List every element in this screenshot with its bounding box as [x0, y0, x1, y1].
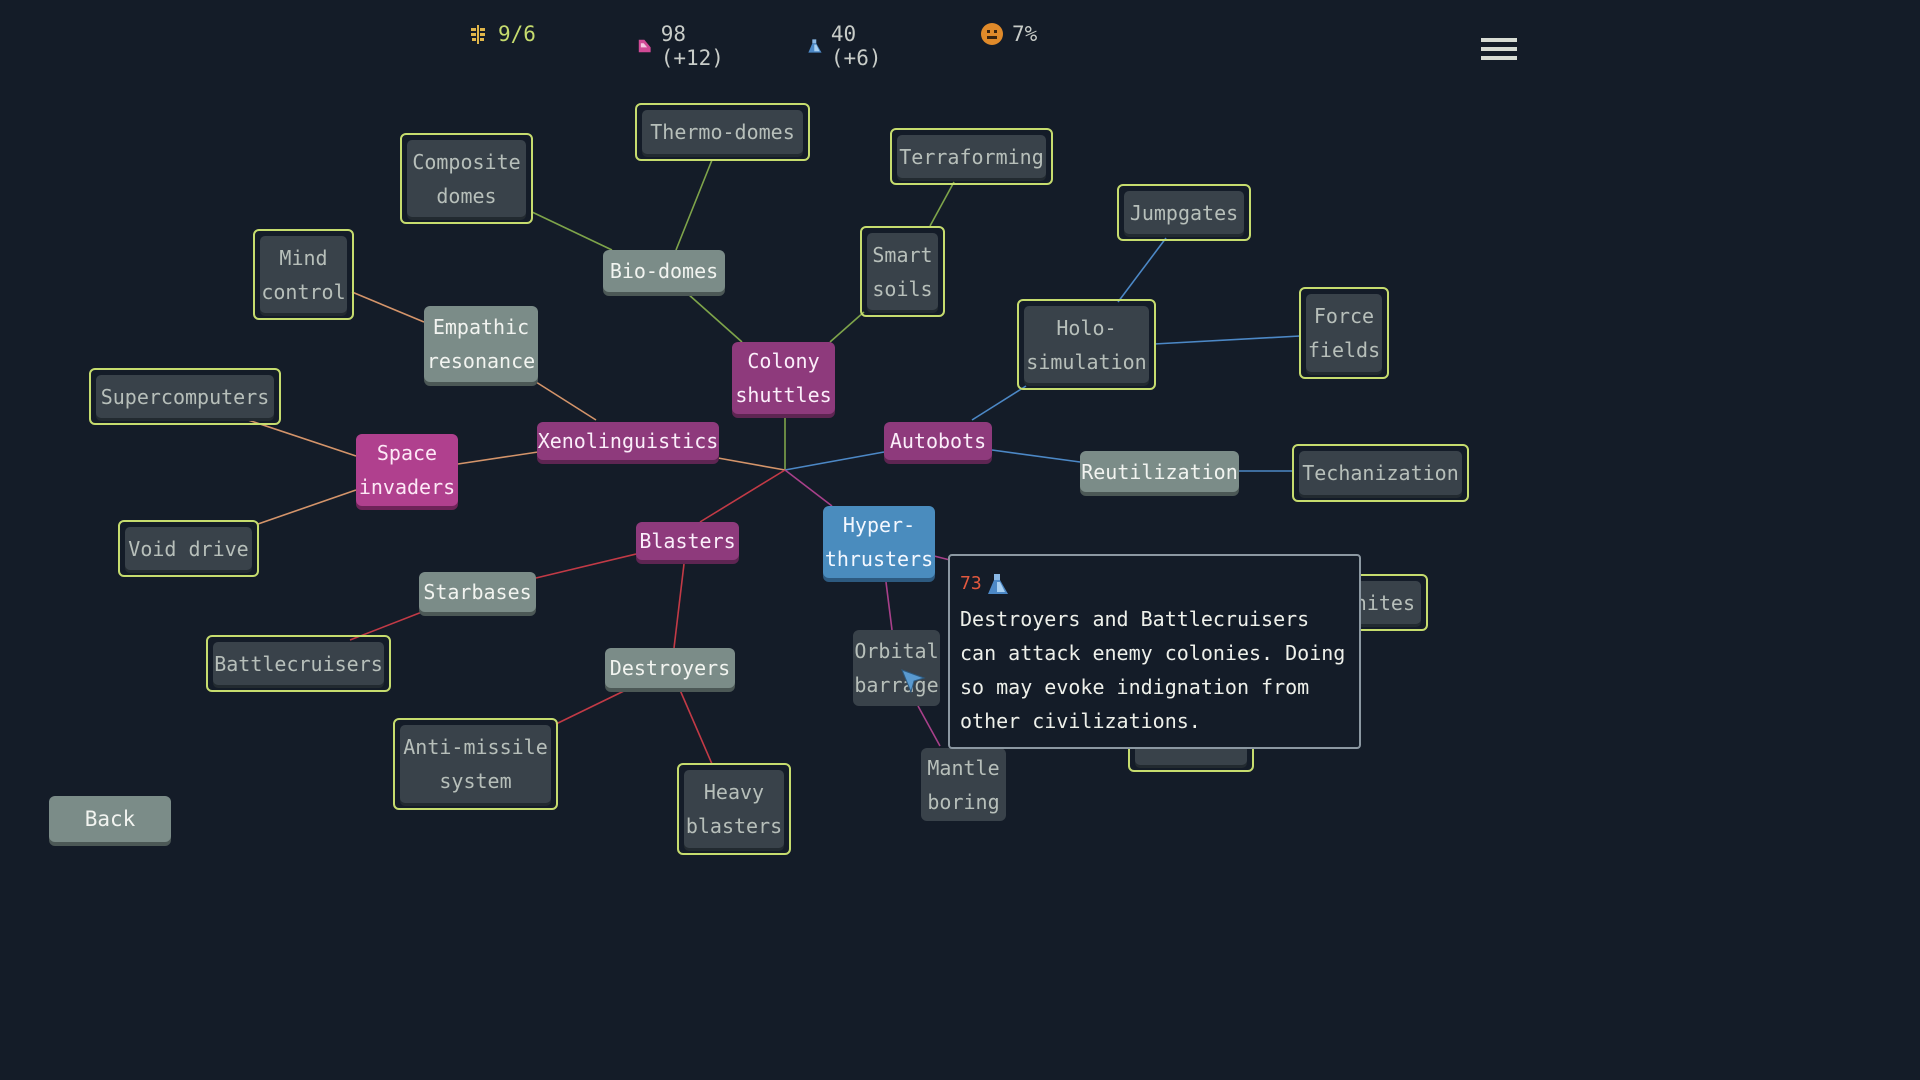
tech-label: Anti-missile system [403, 735, 548, 793]
population-value: 9/6 [498, 22, 536, 46]
tech-label: Orbital barrage [854, 639, 939, 697]
tech-label: Empathic resonance [426, 315, 536, 373]
tech-label: Starbases [423, 580, 532, 604]
science-value: 40 (+6) [830, 22, 882, 70]
tech-label: Autobots [889, 429, 987, 453]
science-flask-icon [987, 574, 1008, 594]
tech-label: Colony shuttles [735, 349, 832, 407]
tech-label: Holo- simulation [1026, 315, 1147, 374]
tech-tooltip: 73 Destroyers and Battlecruisers can att… [948, 554, 1361, 749]
tech-node-space-invaders[interactable]: Space invaders [356, 434, 458, 506]
tech-node-colony-shuttles[interactable]: Colony shuttles [732, 342, 835, 414]
tech-label: Thermo-domes [650, 120, 795, 144]
mouse-cursor-icon [901, 669, 926, 694]
science-resource: 40 (+6) [807, 22, 890, 70]
energy-resource: 98 (+12) [636, 22, 731, 70]
tech-label: Terraforming [899, 144, 1044, 169]
tech-node-anti-missile-system[interactable]: Anti-missile system [393, 718, 558, 810]
tech-node-heavy-blasters[interactable]: Heavy blasters [677, 763, 791, 855]
happiness-resource: 7% [980, 22, 1037, 46]
tech-label: nites [1354, 590, 1415, 615]
tech-node-thermo-domes[interactable]: Thermo-domes [635, 103, 810, 161]
tech-node-autobots[interactable]: Autobots [884, 422, 992, 460]
tech-node-composite-domes[interactable]: Composite domes [400, 133, 533, 224]
tech-node-jumpgates[interactable]: Jumpgates [1117, 184, 1251, 241]
tech-label: Mantle boring [927, 755, 1000, 814]
tooltip-cost: 73 [960, 566, 1349, 602]
tech-label: Blasters [639, 529, 736, 553]
tech-label: Heavy blasters [685, 780, 783, 838]
tech-label: Jumpgates [1129, 200, 1239, 225]
tech-node-techanization[interactable]: Techanization [1292, 444, 1469, 502]
tech-node-bio-domes[interactable]: Bio-domes [603, 250, 725, 292]
tech-node-void-drive[interactable]: Void drive [118, 520, 259, 577]
tech-label: Composite domes [412, 149, 521, 208]
tech-node-empathic-resonance[interactable]: Empathic resonance [424, 306, 538, 382]
tech-node-orbital-barrage[interactable]: Orbital barrage [853, 630, 940, 706]
tech-node-reutilization[interactable]: Reutilization [1080, 451, 1239, 492]
tech-label: Space invaders [358, 441, 456, 499]
tech-node-hyper-thrusters[interactable]: Hyper- thrusters [823, 506, 935, 578]
tech-tree-connections [247, 159, 1301, 765]
tech-node-terraforming[interactable]: Terraforming [890, 128, 1053, 185]
tech-label: Supercomputers [100, 384, 270, 409]
tech-label: Smart soils [872, 242, 933, 301]
tech-node-mantle-boring[interactable]: Mantle boring [921, 748, 1006, 821]
tech-node-supercomputers[interactable]: Supercomputers [89, 368, 281, 425]
happiness-value: 7% [1012, 22, 1038, 46]
tech-label: Battlecruisers [214, 651, 383, 676]
tech-node-destroyers[interactable]: Destroyers [605, 648, 735, 688]
tech-node-blasters[interactable]: Blasters [636, 522, 739, 560]
tech-node-xenolinguistics[interactable]: Xenolinguistics [537, 422, 719, 460]
tooltip-cost-value: 73 [960, 573, 982, 594]
tech-node-force-fields[interactable]: Force fields [1299, 287, 1389, 379]
tech-node-holo-simulation[interactable]: Holo- simulation [1017, 299, 1156, 390]
wheat-icon [471, 25, 485, 44]
tech-label: Void drive [128, 536, 249, 561]
smiley-face-icon [981, 23, 1003, 45]
tech-label: Mind control [261, 245, 346, 304]
science-flask-icon [808, 39, 822, 53]
tech-node-battlecruisers[interactable]: Battlecruisers [206, 635, 391, 692]
tech-node-starbases[interactable]: Starbases [419, 572, 536, 612]
energy-crystal-icon [638, 39, 651, 53]
hamburger-menu-icon[interactable] [1481, 38, 1517, 66]
tech-node-mind-control[interactable]: Mind control [253, 229, 354, 320]
back-button[interactable]: Back [49, 796, 171, 842]
tech-label: Bio-domes [609, 259, 719, 283]
tech-label: Xenolinguistics [537, 429, 719, 453]
tech-label: Hyper- thrusters [824, 513, 934, 571]
tech-label: Destroyers [609, 656, 731, 680]
tech-label: Reutilization [1081, 459, 1238, 484]
tech-node-nanites[interactable]: nites [1346, 574, 1428, 631]
tooltip-description: Destroyers and Battlecruisers can attack… [960, 607, 1346, 733]
energy-value: 98 (+12) [660, 22, 724, 70]
population-resource: 9/6 [466, 22, 536, 46]
tech-label: Techanization [1302, 461, 1459, 485]
tech-label: Force fields [1307, 304, 1381, 362]
tech-node-smart-soils[interactable]: Smart soils [860, 226, 945, 317]
